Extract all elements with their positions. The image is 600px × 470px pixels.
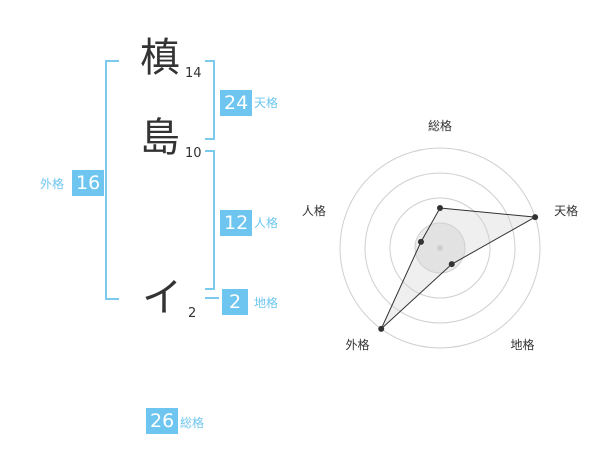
radar-axis-label-3: 地格 [511,337,535,352]
radar-point-3 [448,261,455,268]
radar-ring-3 [364,172,516,324]
radar-point-2 [532,214,539,221]
gaikaku-value: 16 [72,170,105,196]
jinkaku-label: 人格 [254,216,279,230]
tenkaku-bracket-bottom [205,138,215,140]
name-char-3: イ [142,275,182,321]
name-char-2: 島 [140,115,180,161]
gaikaku-bracket-top [105,60,119,62]
radar-point-5 [417,238,424,245]
radar-point-1 [437,205,443,211]
radar-center [437,245,443,251]
radar-ring-2 [389,197,491,299]
radar-series [380,207,537,330]
tenkaku-bracket-top [205,60,215,62]
tenkaku-value: 24 [220,90,253,116]
name-char-1: 槙 [140,35,180,81]
stroke-count-1: 14 [185,66,202,81]
radar-axis-label-1: 総格 [428,118,452,133]
tenkaku-bracket [213,60,215,140]
radar-axis-label-5: 人格 [302,203,326,218]
radar-axis-label-4: 外格 [345,337,369,352]
radar-ring-4 [339,147,541,349]
jinkaku-bracket [213,150,215,290]
gaikaku-bracket [105,60,107,300]
chikaku-label: 地格 [254,296,279,310]
soukaku-value: 26 [146,408,179,434]
jinkaku-value: 12 [220,210,253,236]
stroke-count-2: 10 [185,146,202,161]
jinkaku-bracket-top [205,150,215,152]
soukaku-label: 総格 [180,416,205,430]
stroke-count-3: 2 [188,306,197,321]
radar-axis-label-2: 天格 [554,203,578,218]
chikaku-value: 2 [222,289,248,315]
jinkaku-bracket-bottom [205,288,215,290]
chikaku-bracket [205,297,219,299]
radar-point-4 [378,325,385,332]
gaikaku-bracket-bottom [105,298,119,300]
tenkaku-label: 天格 [254,96,279,110]
gaikaku-label: 外格 [40,177,65,191]
